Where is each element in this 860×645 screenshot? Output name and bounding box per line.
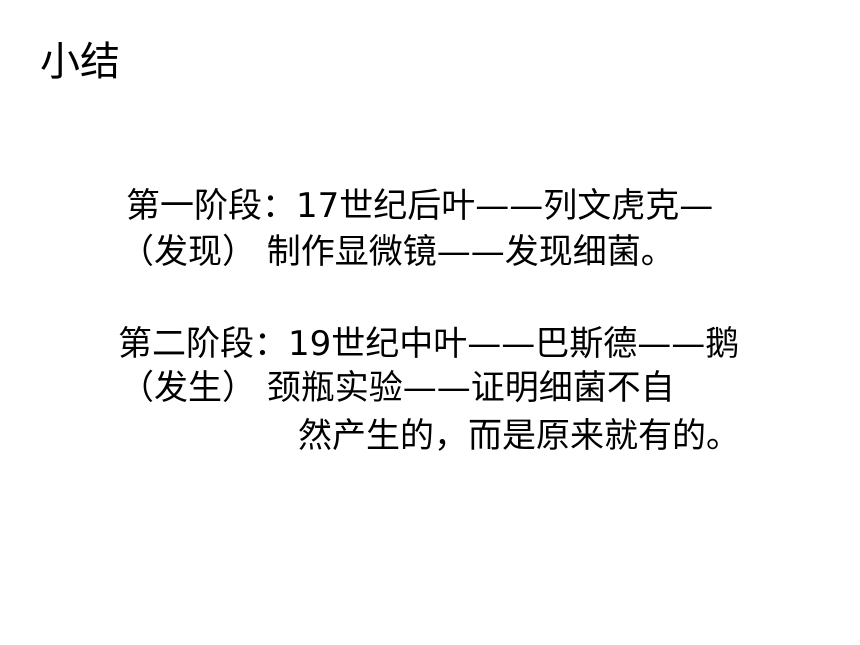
- slide-title: 小结: [40, 39, 120, 85]
- stage2-line2: （发生） 颈瓶实验——证明细菌不自: [120, 368, 675, 408]
- stage1-line2: （发现） 制作显微镜——发现细菌。: [120, 232, 675, 272]
- stage1-line1: 第一阶段：17世纪后叶——列文虎克—: [126, 186, 714, 226]
- stage2-line1: 第二阶段：19世纪中叶——巴斯德——鹅: [118, 324, 740, 364]
- stage2-line3: 然产生的，而是原来就有的。: [298, 416, 740, 456]
